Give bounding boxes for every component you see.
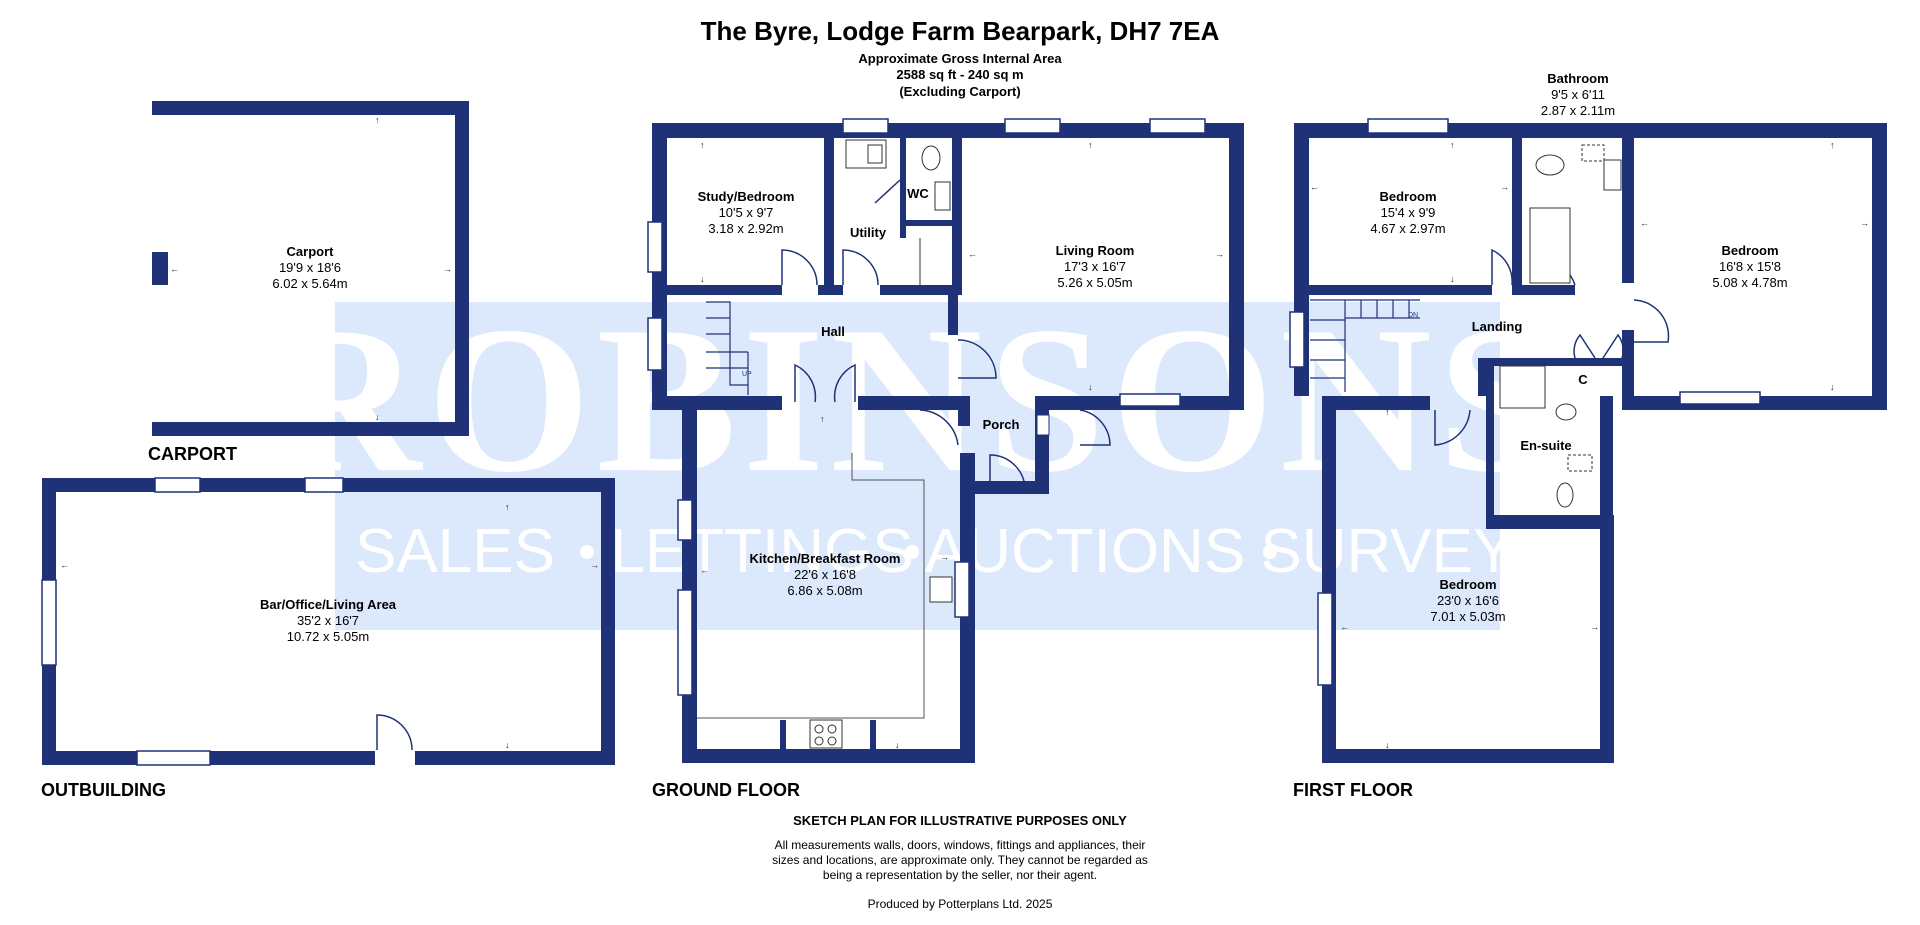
- room-bathroom-imperial: 9'5 x 6'11: [1551, 87, 1605, 102]
- room-bathroom-name: Bathroom: [1547, 71, 1608, 86]
- watermark-service-lettings: LETTINGS: [610, 517, 913, 586]
- svg-text:↓: ↓: [1830, 382, 1835, 392]
- svg-text:←: ←: [968, 249, 977, 259]
- svg-text:↑: ↑: [1385, 407, 1390, 417]
- svg-text:←: ←: [60, 560, 69, 570]
- svg-text:←: ←: [700, 565, 709, 575]
- svg-text:→: →: [1215, 249, 1224, 259]
- room-carport-metric: 6.02 x 5.64m: [272, 276, 347, 291]
- svg-text:↑: ↑: [505, 502, 510, 512]
- room-carport-name: Carport: [287, 244, 335, 259]
- room-bedroom1-imperial: 15'4 x 9'9: [1381, 205, 1436, 220]
- room-living-name: Living Room: [1056, 243, 1135, 258]
- footer-produced-by: Produced by Potterplans Ltd. 2025: [867, 897, 1053, 911]
- svg-text:↑: ↑: [700, 140, 705, 150]
- area-note: (Excluding Carport): [899, 84, 1021, 99]
- room-cupboard-name: C: [1578, 372, 1588, 387]
- svg-text:→: →: [443, 264, 452, 274]
- svg-text:←: ←: [170, 264, 179, 274]
- room-bar-office-imperial: 35'2 x 16'7: [297, 613, 359, 628]
- room-bedroom1-name: Bedroom: [1379, 189, 1436, 204]
- svg-text:↑: ↑: [1450, 140, 1455, 150]
- room-kitchen-metric: 6.86 x 5.08m: [787, 583, 862, 598]
- carport-plan: [152, 101, 469, 436]
- room-bedroom1-metric: 4.67 x 2.97m: [1370, 221, 1445, 236]
- section-ground-floor-label: GROUND FLOOR: [652, 780, 800, 800]
- svg-text:→: →: [590, 560, 599, 570]
- area-heading: Approximate Gross Internal Area: [858, 51, 1062, 66]
- room-study-name: Study/Bedroom: [698, 189, 795, 204]
- room-bedroom2-imperial: 16'8 x 15'8: [1719, 259, 1781, 274]
- room-bedroom3-imperial: 23'0 x 16'6: [1437, 593, 1499, 608]
- svg-text:←: ←: [1640, 218, 1649, 228]
- measurement-arrows: ↑ ↓ ← → ↑ ↓ ← → ↑ ↓ ↑ ↓ ← → ↑ ↓ ← → ↑ ↓ ← → ↑ ↓ ← → ↑…: [60, 115, 1869, 750]
- svg-text:→: →: [1590, 622, 1599, 632]
- plan-title: The Byre, Lodge Farm Bearpark, DH7 7EA: [700, 16, 1220, 46]
- svg-text:↓: ↓: [895, 740, 900, 750]
- svg-text:←: ←: [1340, 622, 1349, 632]
- svg-text:↓: ↓: [1088, 382, 1093, 392]
- watermark-service-sales: SALES: [355, 517, 555, 586]
- svg-text:↓: ↓: [1450, 274, 1455, 284]
- outbuilding-plan: [41, 477, 615, 766]
- room-study-metric: 3.18 x 2.92m: [708, 221, 783, 236]
- room-labels: Carport 19'9 x 18'6 6.02 x 5.64m Bar/Off…: [260, 71, 1788, 644]
- room-bedroom2-metric: 5.08 x 4.78m: [1712, 275, 1787, 290]
- room-bedroom2-name: Bedroom: [1721, 243, 1778, 258]
- room-porch-name: Porch: [983, 417, 1020, 432]
- svg-text:↓: ↓: [1385, 740, 1390, 750]
- room-utility-name: Utility: [850, 225, 887, 240]
- room-bathroom-metric: 2.87 x 2.11m: [1541, 103, 1615, 118]
- footer-heading: SKETCH PLAN FOR ILLUSTRATIVE PURPOSES ON…: [793, 813, 1127, 828]
- section-first-floor-label: FIRST FLOOR: [1293, 780, 1413, 800]
- svg-text:↑: ↑: [820, 414, 825, 424]
- footer-disclaimer-line3: being a representation by the seller, no…: [822, 868, 1098, 882]
- svg-text:↓: ↓: [700, 274, 705, 284]
- stairs-up-label: UP: [742, 371, 752, 378]
- room-landing-name: Landing: [1472, 319, 1523, 334]
- room-hall-name: Hall: [821, 324, 845, 339]
- svg-text:→: →: [1860, 218, 1869, 228]
- room-bar-office-metric: 10.72 x 5.05m: [287, 629, 369, 644]
- footer-disclaimer-line2: sizes and locations, are approximate onl…: [772, 853, 1148, 867]
- svg-text:→: →: [940, 552, 949, 562]
- svg-text:→: →: [1500, 182, 1509, 192]
- room-ensuite-name: En-suite: [1520, 438, 1571, 453]
- stairs-down-label: DN: [1408, 312, 1418, 319]
- area-size: 2588 sq ft - 240 sq m: [896, 67, 1024, 82]
- room-living-metric: 5.26 x 5.05m: [1057, 275, 1132, 290]
- watermark-service-auctions: AUCTIONS: [925, 517, 1245, 586]
- room-wc-name: WC: [907, 186, 929, 201]
- section-carport-label: CARPORT: [148, 444, 237, 464]
- room-kitchen-name: Kitchen/Breakfast Room: [750, 551, 901, 566]
- room-bedroom3-name: Bedroom: [1439, 577, 1496, 592]
- first-floor-plan: DN: [1289, 118, 1887, 763]
- room-bar-office-name: Bar/Office/Living Area: [260, 597, 397, 612]
- svg-text:←: ←: [1310, 182, 1319, 192]
- ground-floor-plan: UP: [647, 118, 1244, 763]
- room-kitchen-imperial: 22'6 x 16'8: [794, 567, 856, 582]
- svg-text:↑: ↑: [375, 115, 380, 125]
- svg-text:↓: ↓: [375, 412, 380, 422]
- room-bedroom3-metric: 7.01 x 5.03m: [1430, 609, 1505, 624]
- room-study-imperial: 10'5 x 9'7: [719, 205, 774, 220]
- svg-text:↑: ↑: [1088, 140, 1093, 150]
- svg-text:↓: ↓: [505, 740, 510, 750]
- section-outbuilding-label: OUTBUILDING: [41, 780, 166, 800]
- svg-text:↑: ↑: [1830, 140, 1835, 150]
- room-carport-imperial: 19'9 x 18'6: [279, 260, 341, 275]
- footer-disclaimer-line1: All measurements walls, doors, windows, …: [774, 838, 1146, 852]
- room-living-imperial: 17'3 x 16'7: [1064, 259, 1126, 274]
